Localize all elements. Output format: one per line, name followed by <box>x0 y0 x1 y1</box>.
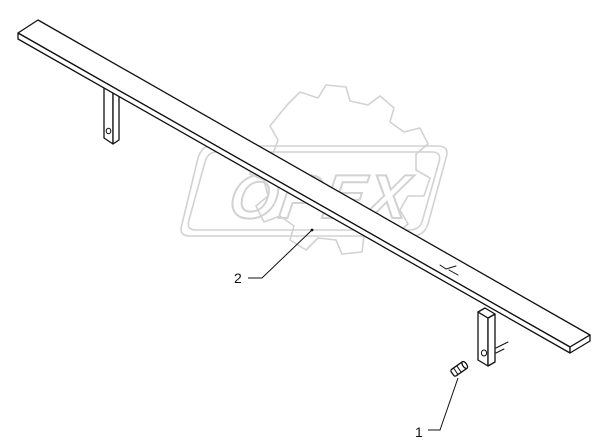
crossbar <box>17 19 591 354</box>
right-bracket-hole <box>480 349 488 357</box>
callout-2: 2 <box>234 228 314 286</box>
crossbar-top-face <box>17 19 591 348</box>
left-bracket-hole <box>105 127 112 135</box>
callout-2-label: 2 <box>234 270 242 286</box>
callout-2-leader <box>248 229 313 279</box>
crossbar-front-face <box>17 32 571 354</box>
watermark-badge-inner <box>187 151 441 231</box>
watermark-logo: OPEX <box>180 84 448 255</box>
callout-1-leader <box>428 377 459 431</box>
callout-1: 1 <box>415 377 459 440</box>
right-bracket <box>477 307 509 367</box>
pin <box>450 360 469 377</box>
callout-1-label: 1 <box>415 424 423 440</box>
